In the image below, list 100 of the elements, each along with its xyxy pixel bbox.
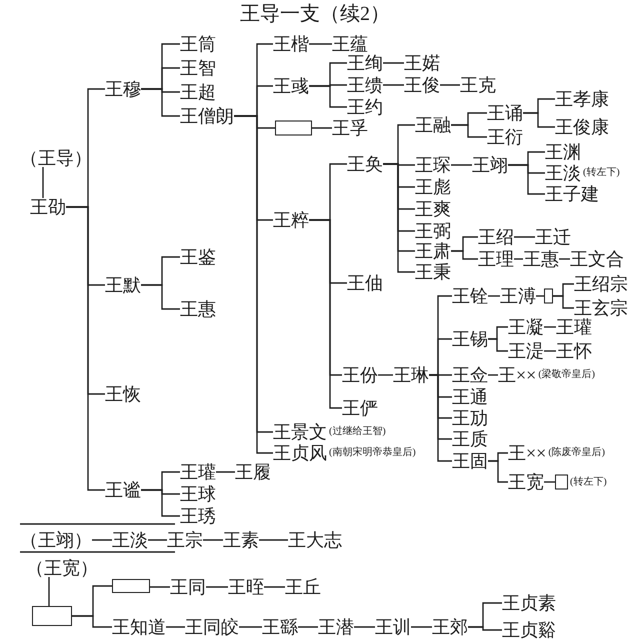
person-name: 王穆: [105, 80, 141, 98]
person-name: 王知道: [112, 618, 166, 636]
person-name: 王俨: [342, 399, 378, 417]
person-name: 王迁: [535, 228, 571, 246]
person-name: 王贞风: [273, 444, 327, 462]
connector-line: [92, 539, 112, 541]
connector-line: [451, 250, 478, 260]
connector-line: [451, 124, 487, 138]
person-name: 王宽: [508, 473, 544, 491]
connector-line: [48, 577, 50, 606]
person-name: 王婼: [404, 54, 440, 72]
person-name: 王球: [180, 485, 216, 503]
person-name: 王蕴: [332, 35, 368, 53]
person-name: 王肃: [415, 242, 451, 260]
connector-line: [216, 471, 235, 473]
person-name: 王训: [375, 618, 411, 636]
person-name: 王琛: [415, 156, 451, 174]
person-name: 王克: [460, 76, 496, 94]
connector-line: [488, 374, 498, 376]
person-name: 王秉: [415, 263, 451, 281]
person-name: 王理: [478, 250, 514, 268]
person-name: 王淡: [112, 531, 148, 549]
person-name: 王诵: [487, 104, 523, 122]
person-name: 王同: [170, 578, 206, 596]
connector-line: [239, 626, 262, 628]
person-name: 王履: [235, 463, 271, 481]
person-name: 王筒: [180, 35, 216, 53]
person-name: 王彪: [415, 178, 451, 196]
person-name: （王翊）: [20, 531, 92, 549]
person-name: 王劢: [452, 409, 488, 427]
person-name: 王玄宗: [574, 299, 628, 317]
connector-line: [544, 350, 556, 352]
connector-line: [488, 295, 500, 297]
person-name: 王楷: [273, 35, 309, 53]
person-name: （王宽）: [26, 559, 98, 577]
person-name: 王僧朗: [180, 107, 234, 125]
connector-line: [553, 295, 574, 309]
connector-line: [544, 326, 556, 328]
person-name: 王通: [452, 388, 488, 406]
connector-line: [309, 43, 332, 45]
connector-line: [523, 112, 555, 128]
person-name: 王弼: [415, 222, 451, 240]
note-text: (转左下): [570, 476, 607, 488]
person-name: 王绚: [347, 54, 383, 72]
person-name: 王铨: [452, 287, 488, 305]
connector-line: [141, 489, 180, 517]
note-text: (陈废帝皇后): [548, 447, 605, 459]
person-name: 王素: [223, 531, 259, 549]
person-name: 王惠: [180, 300, 216, 318]
person-name: 王淡: [545, 164, 581, 182]
connector-line: [378, 374, 393, 376]
person-name: 王彧: [273, 77, 309, 95]
person-name: 王伷: [347, 274, 383, 292]
blank-name-box: [555, 474, 568, 490]
person-name: 王粹: [273, 211, 309, 229]
person-name: 王潜: [318, 618, 354, 636]
person-name: 王怀: [556, 342, 592, 360]
connector-line: [429, 374, 452, 462]
connector-line: [508, 164, 545, 195]
person-name: 王子建: [545, 185, 599, 203]
connector-line: [312, 127, 332, 129]
person-name: 王凝: [508, 318, 544, 336]
connector-line: [72, 615, 112, 628]
connector-line: [544, 481, 555, 483]
person-name: 王××: [508, 444, 546, 462]
person-name: 王湜: [508, 342, 544, 360]
person-name: 王谧: [105, 481, 141, 499]
person-name: 王翊: [472, 156, 508, 174]
person-name: 王默: [105, 276, 141, 294]
blank-name-box: [112, 579, 150, 593]
connector-line: [383, 163, 415, 273]
person-name: 王绍: [478, 228, 514, 246]
person-name: 王绍宗: [574, 275, 628, 293]
person-name: 王同皎: [185, 618, 239, 636]
connector-line: [203, 539, 223, 541]
person-name: 王宗: [167, 531, 203, 549]
blank-name-box: [32, 606, 72, 626]
person-name: 王鉴: [180, 248, 216, 266]
person-name: 王智: [180, 59, 216, 77]
person-name: 王瓘: [556, 318, 592, 336]
diagram-title: 王导一支（续2）: [240, 3, 390, 25]
blank-name-box: [275, 120, 312, 136]
person-name: 王琇: [180, 507, 216, 525]
connector-line: [309, 85, 347, 108]
connector-line: [166, 626, 185, 628]
person-name: 王文合: [570, 250, 624, 268]
connector-line: [354, 626, 375, 628]
person-name: 王溥: [500, 287, 536, 305]
blank-name-box: [544, 288, 553, 304]
person-name: 王瓘: [180, 463, 216, 481]
person-name: 王孚: [332, 119, 368, 137]
person-name: 王固: [452, 452, 488, 470]
person-name: 王俊: [404, 76, 440, 94]
connector-line: [148, 539, 167, 541]
person-name: 王爽: [415, 200, 451, 218]
connector-line: [259, 539, 288, 541]
person-name: 王约: [347, 98, 383, 116]
connector-line: [264, 586, 285, 588]
person-name: 王丘: [285, 578, 321, 596]
person-name: 王大志: [288, 531, 342, 549]
